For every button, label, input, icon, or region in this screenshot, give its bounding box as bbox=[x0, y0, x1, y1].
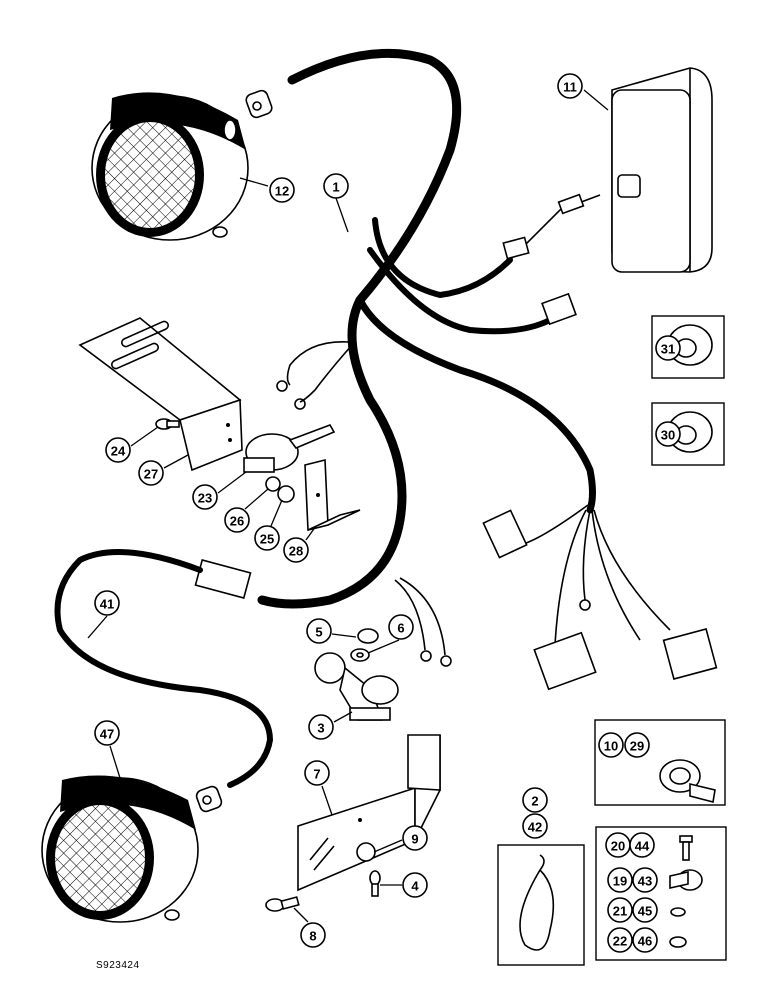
svg-text:20: 20 bbox=[611, 839, 625, 854]
callout-46: 46 bbox=[632, 927, 658, 953]
svg-text:3: 3 bbox=[317, 721, 324, 736]
callout-47: 47 bbox=[94, 720, 120, 746]
callout-5: 5 bbox=[306, 618, 332, 644]
nut-9 bbox=[356, 842, 376, 862]
callout-4: 4 bbox=[402, 872, 428, 898]
svg-text:21: 21 bbox=[613, 904, 627, 919]
callout-28: 28 bbox=[283, 537, 309, 563]
lamp-housing bbox=[611, 67, 713, 273]
bolt-4 bbox=[369, 870, 381, 897]
svg-text:45: 45 bbox=[638, 904, 652, 919]
svg-text:11: 11 bbox=[563, 80, 577, 95]
callout-12: 12 bbox=[269, 177, 295, 203]
svg-text:29: 29 bbox=[630, 739, 644, 754]
callout-42: 42 bbox=[522, 813, 548, 839]
svg-text:47: 47 bbox=[100, 727, 114, 742]
svg-text:7: 7 bbox=[313, 767, 320, 782]
leader-lines bbox=[87, 89, 609, 923]
svg-text:5: 5 bbox=[315, 625, 322, 640]
upper-work-lamp bbox=[91, 89, 273, 241]
callout-22: 22 bbox=[607, 927, 633, 953]
svg-text:27: 27 bbox=[144, 467, 158, 482]
svg-text:43: 43 bbox=[638, 874, 652, 889]
svg-text:26: 26 bbox=[230, 514, 244, 529]
callout-10: 10 bbox=[598, 732, 624, 758]
callout-27: 27 bbox=[138, 460, 164, 486]
svg-text:22: 22 bbox=[613, 934, 627, 949]
callout-43: 43 bbox=[632, 867, 658, 893]
callout-23: 23 bbox=[192, 484, 218, 510]
callout-44: 44 bbox=[629, 832, 655, 858]
callouts: 1 2 42 3 4 5 6 7 8 9 10 29 11 12 19 43 2… bbox=[94, 73, 681, 953]
svg-text:19: 19 bbox=[613, 874, 627, 889]
svg-text:24: 24 bbox=[111, 444, 126, 459]
callout-41: 41 bbox=[94, 590, 120, 616]
callout-6: 6 bbox=[388, 614, 414, 640]
callout-24: 24 bbox=[105, 437, 131, 463]
mounting-bracket-27 bbox=[78, 317, 243, 472]
inset-hardware bbox=[595, 826, 727, 961]
callout-7: 7 bbox=[304, 760, 330, 786]
svg-text:12: 12 bbox=[275, 184, 289, 199]
svg-text:28: 28 bbox=[289, 544, 303, 559]
switch-3 bbox=[314, 652, 399, 721]
flasher-23 bbox=[243, 424, 336, 473]
svg-text:8: 8 bbox=[309, 929, 316, 944]
svg-text:10: 10 bbox=[604, 739, 618, 754]
callout-29: 29 bbox=[624, 732, 650, 758]
nut-25 bbox=[277, 485, 295, 503]
svg-text:31: 31 bbox=[661, 342, 675, 357]
svg-text:42: 42 bbox=[528, 820, 542, 835]
callout-19: 19 bbox=[607, 867, 633, 893]
lower-work-lamp bbox=[41, 775, 223, 923]
inset-plug-31 bbox=[651, 315, 725, 379]
bracket-7 bbox=[297, 734, 441, 892]
callout-25: 25 bbox=[254, 525, 280, 551]
nut-5 bbox=[357, 628, 379, 644]
svg-text:41: 41 bbox=[100, 597, 114, 612]
washer-6 bbox=[350, 648, 370, 662]
callout-30: 30 bbox=[655, 421, 681, 447]
bolt-24 bbox=[155, 418, 180, 430]
callout-2: 2 bbox=[522, 787, 548, 813]
svg-text:25: 25 bbox=[260, 532, 274, 547]
svg-text:46: 46 bbox=[638, 934, 652, 949]
inset-strap-2-42 bbox=[497, 844, 585, 966]
callout-31: 31 bbox=[655, 335, 681, 361]
callout-3: 3 bbox=[308, 714, 334, 740]
svg-text:2: 2 bbox=[531, 794, 538, 809]
svg-text:9: 9 bbox=[411, 832, 418, 847]
svg-text:4: 4 bbox=[411, 879, 419, 894]
svg-text:1: 1 bbox=[332, 180, 339, 195]
bolt-8 bbox=[265, 896, 300, 912]
nut-26 bbox=[265, 476, 281, 492]
main-wiring-harness bbox=[54, 48, 718, 788]
drawing-reference-code: S923424 bbox=[96, 960, 140, 971]
svg-text:23: 23 bbox=[198, 491, 212, 506]
callout-8: 8 bbox=[300, 922, 326, 948]
callout-1: 1 bbox=[323, 173, 349, 199]
callout-21: 21 bbox=[607, 897, 633, 923]
svg-text:30: 30 bbox=[661, 428, 675, 443]
svg-text:6: 6 bbox=[397, 621, 404, 636]
callout-9: 9 bbox=[402, 825, 428, 851]
callout-20: 20 bbox=[605, 832, 631, 858]
bracket-28 bbox=[304, 458, 361, 532]
callout-45: 45 bbox=[632, 897, 658, 923]
svg-text:44: 44 bbox=[635, 839, 650, 854]
callout-11: 11 bbox=[557, 73, 583, 99]
callout-26: 26 bbox=[224, 507, 250, 533]
